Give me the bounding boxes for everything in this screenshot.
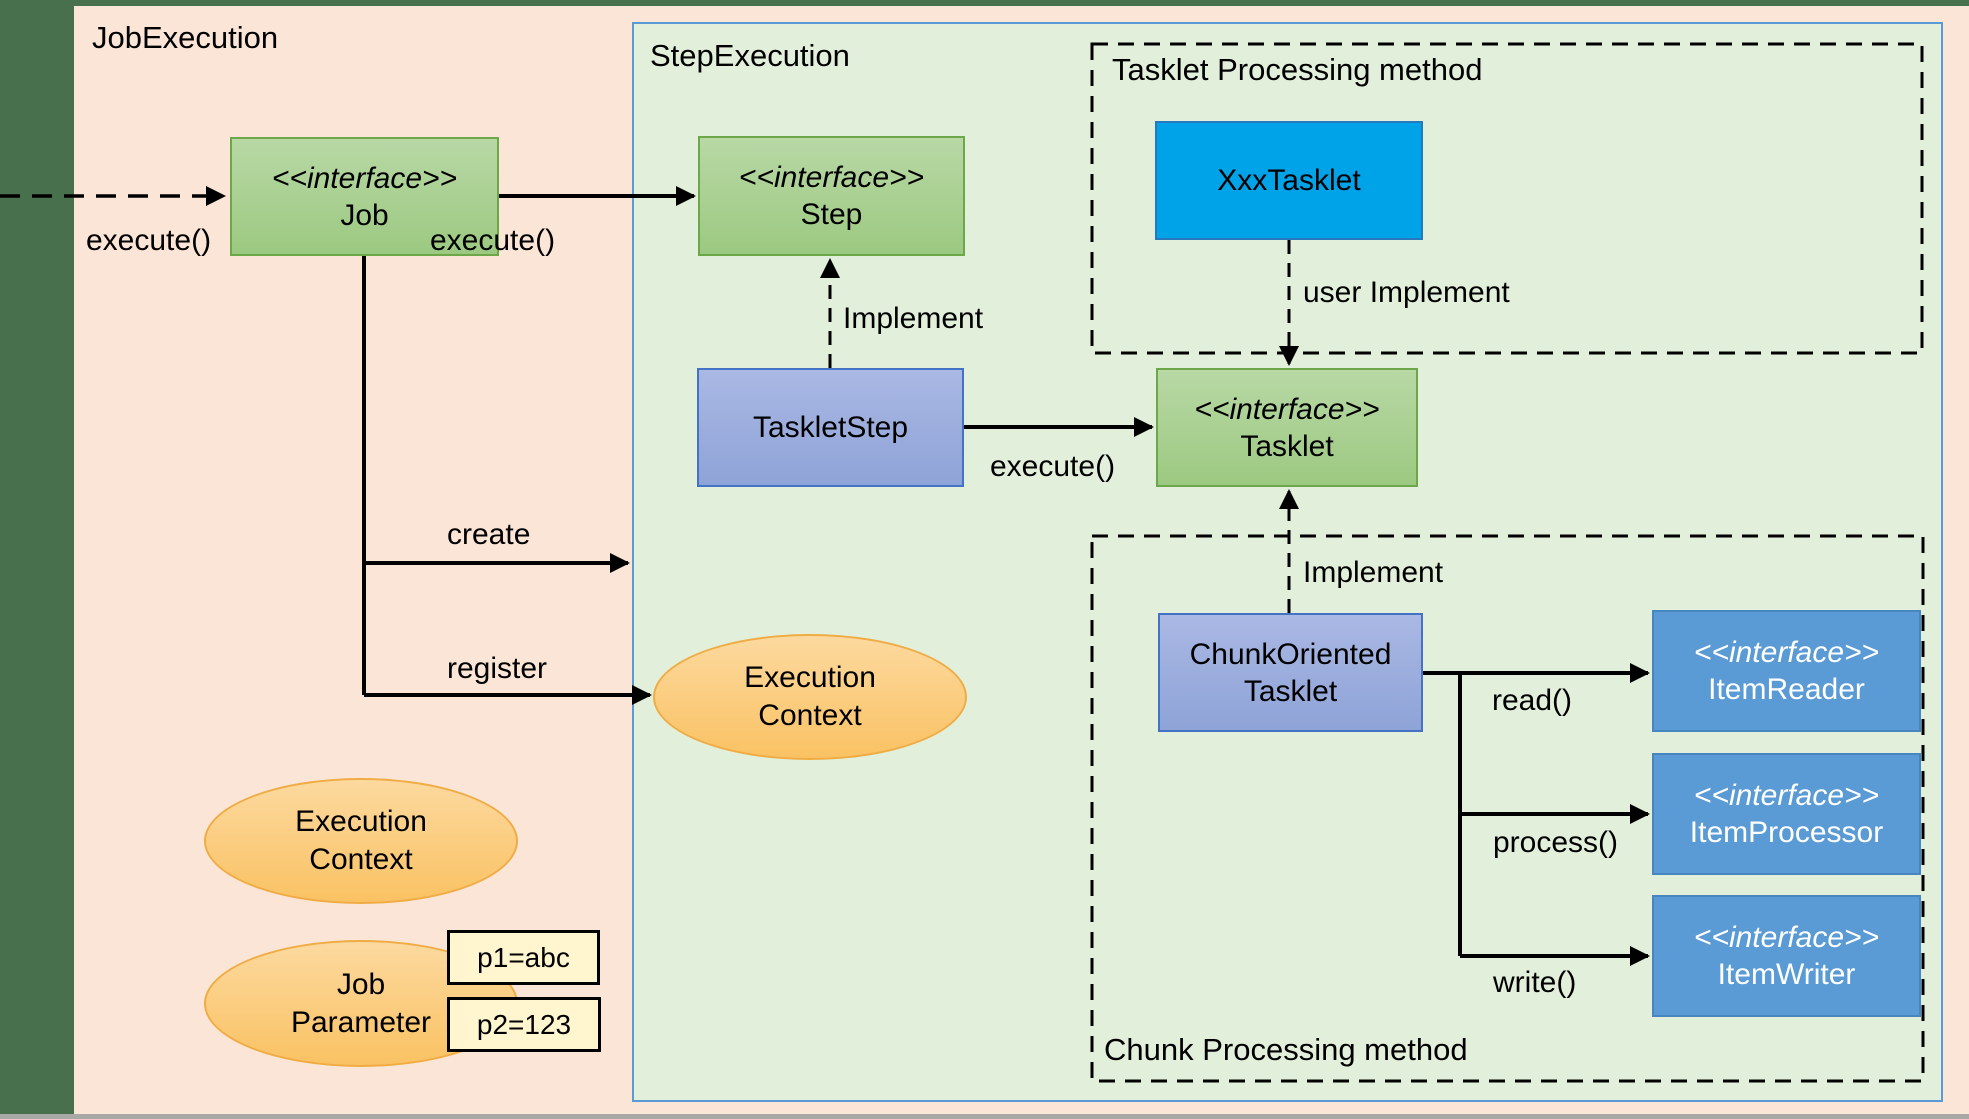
execute-step-label: execute() bbox=[430, 224, 556, 257]
implement-step-label: Implement bbox=[843, 302, 984, 335]
item-reader-name: ItemReader bbox=[1708, 673, 1865, 706]
left-frame-bar bbox=[0, 0, 74, 1119]
job-stereotype: <<interface>> bbox=[271, 161, 458, 195]
job-name: Job bbox=[340, 198, 389, 232]
xxx-tasklet-name: XxxTasklet bbox=[1217, 164, 1361, 197]
job-parameter-line1: Job bbox=[336, 967, 386, 1001]
item-writer-stereotype: <<interface>> bbox=[1693, 921, 1880, 954]
execution-context-job-ellipse: Execution Context bbox=[204, 778, 518, 904]
user-implement-label: user Implement bbox=[1303, 276, 1510, 309]
chunk-oriented-tasklet-node: ChunkOriented Tasklet bbox=[1158, 613, 1423, 732]
step-node: <<interface>> Step bbox=[698, 136, 965, 256]
read-label: read() bbox=[1492, 684, 1573, 717]
param2-note: p2=123 bbox=[447, 997, 601, 1052]
bottom-frame-bar bbox=[0, 1114, 1969, 1119]
tasklet-name: Tasklet bbox=[1240, 429, 1334, 463]
chunk-method-label: Chunk Processing method bbox=[1104, 1032, 1468, 1067]
step-execution-label: StepExecution bbox=[650, 38, 850, 73]
item-processor-stereotype: <<interface>> bbox=[1693, 779, 1880, 812]
chunk-oriented-line2: Tasklet bbox=[1243, 674, 1338, 708]
step-name: Step bbox=[800, 198, 863, 231]
step-stereotype: <<interface>> bbox=[738, 161, 925, 194]
execution-context-line1: Execution bbox=[744, 661, 876, 694]
item-writer-name: ItemWriter bbox=[1717, 958, 1856, 991]
execution-context-line2: Context bbox=[758, 699, 862, 732]
write-label: write() bbox=[1493, 966, 1577, 999]
tasklet-step-name: TaskletStep bbox=[752, 411, 909, 444]
item-processor-node: <<interface>> ItemProcessor bbox=[1652, 753, 1921, 875]
item-processor-name: ItemProcessor bbox=[1689, 816, 1884, 849]
execution-context-step-ellipse: Execution Context bbox=[653, 634, 967, 760]
execute-job-label: execute() bbox=[86, 224, 212, 257]
chunk-oriented-line1: ChunkOriented bbox=[1189, 637, 1392, 671]
tasklet-method-label: Tasklet Processing method bbox=[1112, 52, 1483, 87]
create-label: create bbox=[447, 518, 531, 551]
item-reader-stereotype: <<interface>> bbox=[1693, 636, 1880, 669]
param1-text: p1=abc bbox=[477, 941, 570, 973]
execution-context-line1: Execution bbox=[295, 805, 427, 838]
implement-tasklet-label: Implement bbox=[1303, 556, 1444, 589]
tasklet-stereotype: <<interface>> bbox=[1194, 392, 1380, 426]
job-parameter-line2: Parameter bbox=[290, 1005, 432, 1039]
job-node: <<interface>> Job bbox=[230, 137, 499, 256]
execution-context-line2: Context bbox=[309, 843, 413, 876]
xxx-tasklet-node: XxxTasklet bbox=[1155, 121, 1423, 240]
item-writer-node: <<interface>> ItemWriter bbox=[1652, 895, 1921, 1017]
item-reader-node: <<interface>> ItemReader bbox=[1652, 610, 1921, 732]
tasklet-step-node: TaskletStep bbox=[697, 368, 964, 487]
register-label: register bbox=[447, 652, 548, 685]
execute-tasklet-label: execute() bbox=[990, 450, 1116, 483]
top-frame-bar bbox=[0, 0, 1969, 6]
job-execution-label: JobExecution bbox=[92, 20, 279, 55]
tasklet-node: <<interface>> Tasklet bbox=[1156, 368, 1418, 487]
param2-text: p2=123 bbox=[476, 1008, 572, 1040]
param1-note: p1=abc bbox=[447, 930, 600, 985]
process-label: process() bbox=[1493, 826, 1619, 859]
